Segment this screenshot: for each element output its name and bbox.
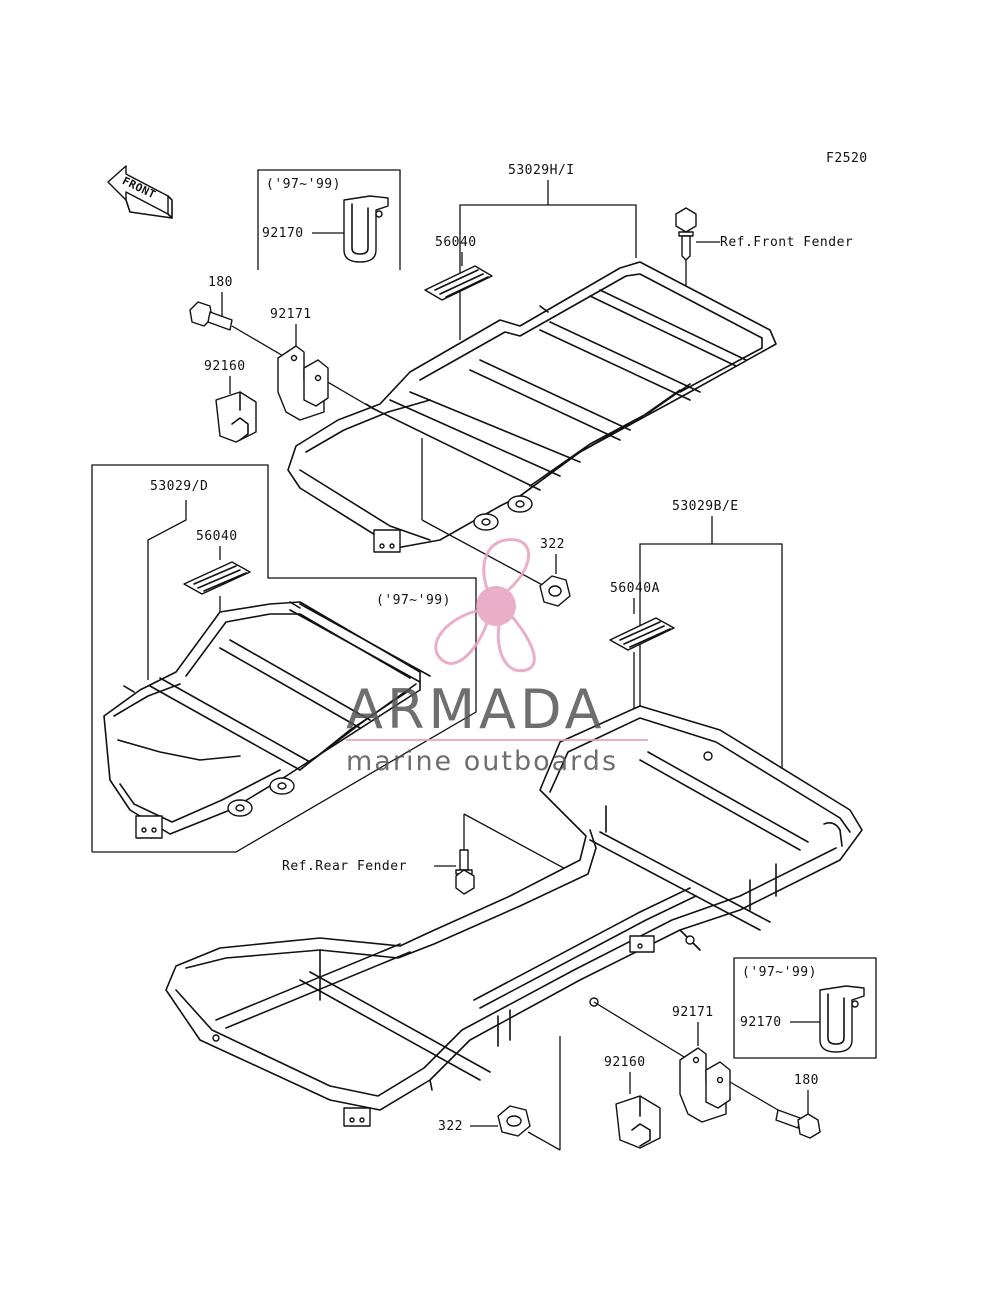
upper-bracket-92171: 92171: [270, 307, 329, 421]
left-rack-box: 53029/D ('97~'99) 56040: [91, 464, 477, 853]
rear-rack-53029B-E: [165, 705, 863, 1150]
upper-mat: 56040: [424, 235, 493, 301]
lower-clamp-label: 92170: [740, 1015, 782, 1030]
lower-nut-label: 322: [438, 1119, 463, 1134]
upper-nut-label: 322: [540, 537, 565, 552]
rear-rack-label: 53029B/E: [672, 499, 739, 514]
lower-bracket-label: 92171: [672, 1005, 714, 1020]
ref-rear-fender-label: Ref.Rear Fender: [282, 859, 407, 874]
upper-nut-322: 322: [539, 537, 571, 607]
armada-watermark: ARMADA marine outboards: [346, 538, 648, 777]
upper-clamp-part: [343, 195, 389, 263]
propeller-hub: [476, 586, 516, 626]
lower-bolt-180: 180: [775, 1073, 821, 1139]
front-direction-arrow: FRONT: [107, 165, 173, 219]
upper-rack-label: 53029H/I: [508, 163, 575, 178]
upper-bushing-label: 92160: [204, 359, 246, 374]
lower-bracket-92171: 92171: [672, 1005, 779, 1123]
upper-bushing-92160: 92160: [204, 359, 257, 443]
upper-mat-label: 56040: [435, 235, 477, 250]
lower-bushing-label: 92160: [604, 1055, 646, 1070]
upper-bolt-180: 180: [189, 275, 373, 409]
lower-clamp-years: ('97~'99): [742, 965, 817, 980]
lower-bushing-92160: 92160: [604, 1055, 661, 1149]
upper-rack-53029H-I: [287, 261, 777, 589]
rear-mat-label: 56040A: [610, 581, 660, 596]
upper-clamp-years: ('97~'99): [266, 177, 341, 192]
propeller-blade-top: [482, 538, 531, 598]
figure-code: F2520: [826, 151, 868, 166]
propeller-logo-icon: [434, 538, 536, 673]
lower-clamp-box: ('97~'99) 92170: [733, 957, 877, 1059]
lower-bolt-label: 180: [794, 1073, 819, 1088]
left-rack-53029-D: [103, 601, 431, 839]
upper-clamp-box: ('97~'99) 92170: [257, 169, 401, 270]
lower-clamp-part: [819, 985, 865, 1053]
propeller-blade-right: [496, 609, 536, 673]
watermark-tagline: marine outboards: [346, 746, 618, 777]
ref-front-fender-label: Ref.Front Fender: [720, 235, 853, 250]
left-rack-years: ('97~'99): [376, 593, 451, 608]
lower-nut-322: 322: [438, 1105, 561, 1151]
left-rack-label: 53029/D: [150, 479, 208, 494]
upper-bracket-label: 92171: [270, 307, 312, 322]
upper-bolt-label: 180: [208, 275, 233, 290]
left-mat-label: 56040: [196, 529, 238, 544]
watermark-brand: ARMADA: [346, 678, 606, 741]
propeller-blade-left: [434, 608, 490, 665]
upper-clamp-label: 92170: [262, 226, 304, 241]
